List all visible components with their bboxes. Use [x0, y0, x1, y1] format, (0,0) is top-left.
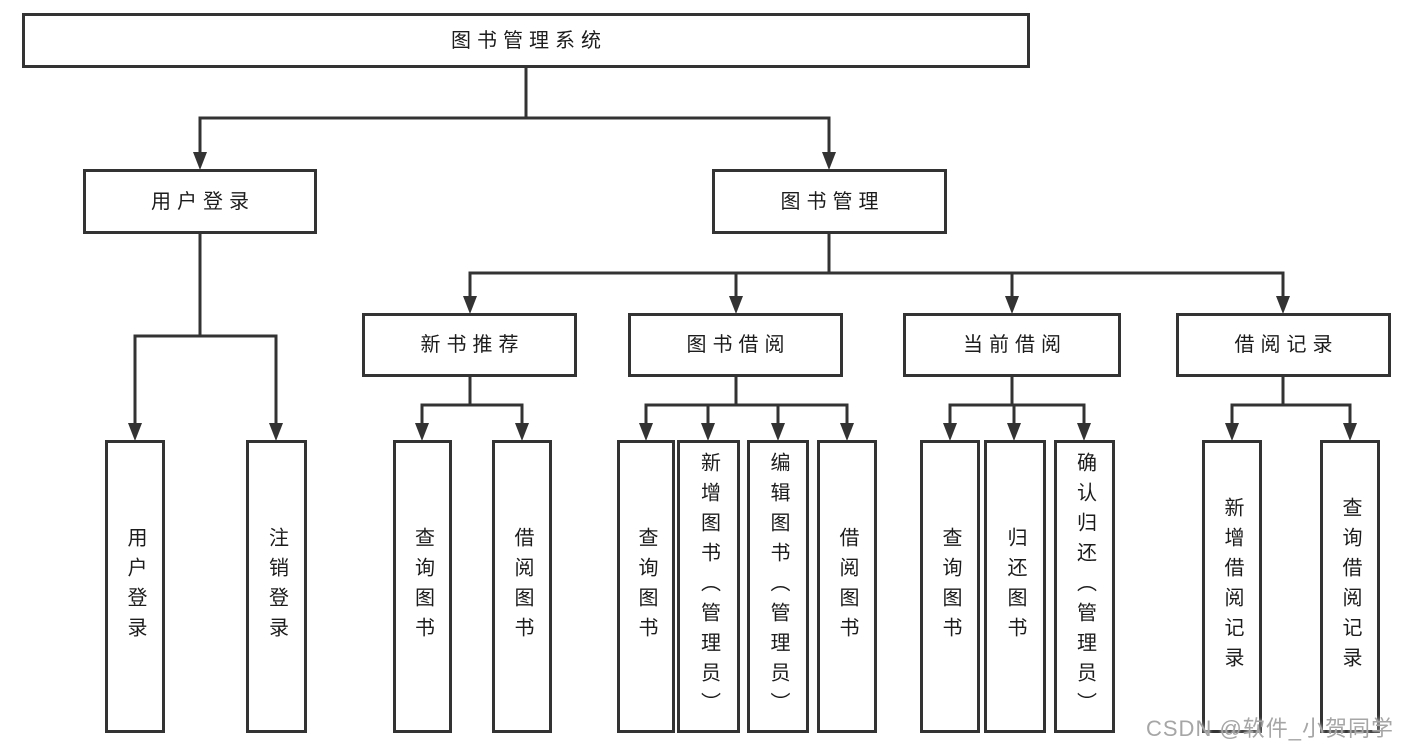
arrowhead-icon: [463, 296, 477, 314]
arrowhead-icon: [128, 423, 142, 441]
node-book-mgmt: 图书管理: [712, 169, 947, 234]
leaf-query-books-3: 查询图书: [920, 440, 980, 733]
edge-book-mgmt-to-level3: [463, 232, 1290, 314]
leaf-borrow-books-2: 借阅图书: [817, 440, 877, 733]
node-current-borrow: 当前借阅: [903, 313, 1121, 377]
leaf-logout: 注销登录: [246, 440, 307, 733]
arrowhead-icon: [701, 423, 715, 441]
arrowhead-icon: [822, 152, 836, 170]
csdn-watermark: CSDN @软件_小贺同学: [1146, 716, 1395, 741]
arrowhead-icon: [1077, 423, 1091, 441]
arrowhead-icon: [1276, 296, 1290, 314]
arrowhead-icon: [771, 423, 785, 441]
arrowhead-icon: [269, 423, 283, 441]
arrowhead-icon: [639, 423, 653, 441]
leaf-add-books-admin: 新增图书（管理员）: [677, 440, 740, 733]
leaf-user-login: 用户登录: [105, 440, 165, 733]
leaf-add-borrow-record: 新增借阅记录: [1202, 440, 1262, 733]
leaf-return-books: 归还图书: [984, 440, 1046, 733]
arrowhead-icon: [840, 423, 854, 441]
leaf-borrow-books-1: 借阅图书: [492, 440, 552, 733]
arrowhead-icon: [193, 152, 207, 170]
leaf-query-books-2: 查询图书: [617, 440, 675, 733]
node-user-login: 用户登录: [83, 169, 317, 234]
arrowhead-icon: [1005, 296, 1019, 314]
leaf-confirm-return-admin: 确认归还（管理员）: [1054, 440, 1115, 733]
arrowhead-icon: [1225, 423, 1239, 441]
node-borrow-records: 借阅记录: [1176, 313, 1391, 377]
arrowhead-icon: [1007, 423, 1021, 441]
leaf-query-borrow-record: 查询借阅记录: [1320, 440, 1380, 733]
edge-root-to-level2: [193, 67, 836, 170]
leaf-query-books-1: 查询图书: [393, 440, 452, 733]
arrowhead-icon: [943, 423, 957, 441]
edge-borrow-records-to-leaves: [1225, 375, 1357, 441]
edge-user-login-to-leaves: [128, 231, 283, 441]
node-new-book-rec: 新书推荐: [362, 313, 577, 377]
edge-current-borrow-to-leaves: [943, 375, 1091, 441]
edge-new-book-rec-to-leaves: [415, 375, 529, 441]
node-root: 图书管理系统: [22, 13, 1030, 68]
edge-book-borrow-to-leaves: [639, 375, 854, 441]
arrowhead-icon: [515, 423, 529, 441]
node-book-borrow: 图书借阅: [628, 313, 843, 377]
arrowhead-icon: [415, 423, 429, 441]
arrowhead-icon: [729, 296, 743, 314]
leaf-edit-books-admin: 编辑图书（管理员）: [747, 440, 809, 733]
arrowhead-icon: [1343, 423, 1357, 441]
